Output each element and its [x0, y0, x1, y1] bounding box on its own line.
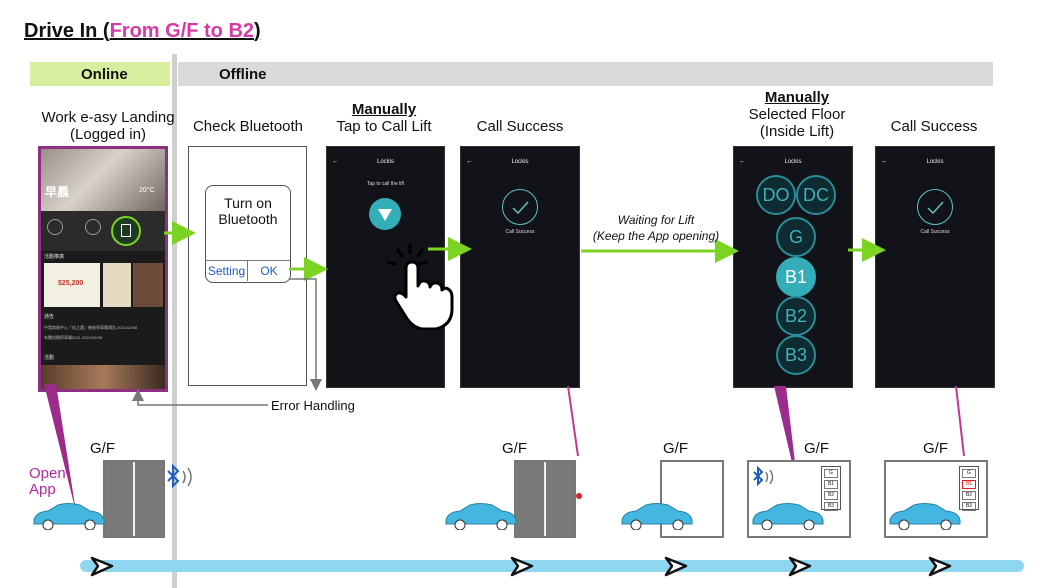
success-check-icon [502, 189, 538, 225]
door-open-button[interactable]: DO [756, 175, 796, 215]
car-icon [752, 503, 824, 530]
error-arrow-back [132, 389, 268, 406]
floor-label: G/F [923, 440, 948, 457]
landing-hero [41, 149, 165, 211]
online-band [30, 62, 170, 86]
online-label: Online [81, 66, 128, 83]
panel-floor-button: B3 [824, 502, 838, 511]
panel-floor-button: B1 [962, 480, 976, 489]
error-handling-label: Error Handling [271, 398, 355, 413]
app-screen-title: Lockis [376, 159, 394, 165]
error-arrow-down [289, 278, 322, 391]
landing-weather: 20°C [139, 187, 155, 194]
caption-success1: Call Success [476, 118, 564, 135]
car-icon [445, 503, 517, 530]
timeline-marker [664, 556, 688, 577]
app-screen-title: Lockis [926, 159, 944, 165]
landing-section-events: 活動 [44, 355, 55, 361]
landing-phone: 早晨 20°C 活動推廣 $25,200 通告 中環商務中心「佳之選」裝修停車場… [38, 146, 168, 392]
panel-floor-button: G [824, 469, 838, 478]
floor-label: G/F [663, 440, 688, 457]
page-title: Drive In (From G/F to B2) [24, 20, 261, 42]
timeline-marker [90, 556, 114, 577]
floor-label: G/F [804, 440, 829, 457]
success-text: Call Success [505, 229, 535, 235]
back-arrow-icon[interactable]: ← [739, 158, 746, 165]
door-close-button[interactable]: DC [796, 175, 836, 215]
call-success-phone-1: ← Lockis Call Success [460, 146, 580, 388]
waiting-label: Waiting for Lift(Keep the App opening) [592, 213, 720, 243]
panel-floor-button: G [962, 469, 976, 478]
promo-card[interactable]: $25,200 [44, 263, 100, 307]
ok-button[interactable]: OK [260, 264, 278, 278]
panel-floor-button: B1 [824, 480, 838, 489]
tap-hint: Tap to call the lift [366, 181, 405, 187]
back-arrow-icon[interactable]: ← [881, 158, 888, 165]
panel-floor-button: B3 [962, 502, 976, 511]
landing-section-promo: 活動推廣 [44, 254, 65, 260]
timeline-marker [928, 556, 952, 577]
offline-band [178, 62, 993, 86]
hand-tap-icon [386, 243, 454, 330]
car-icon [889, 503, 961, 530]
callout-pointer [567, 385, 579, 457]
landing-greeting: 早晨 [45, 185, 70, 199]
timeline-marker [510, 556, 534, 577]
landing-section-notice: 通告 [44, 314, 55, 320]
setting-button[interactable]: Setting [206, 261, 248, 281]
timeline-bar [80, 560, 1024, 572]
floor-label: G/F [90, 440, 115, 457]
call-lift-phone: ← Lockis Tap to call the lift [326, 146, 445, 388]
caption-success2: Call Success [890, 118, 978, 135]
floor-label: G/F [502, 440, 527, 457]
lift-doors-open [660, 460, 724, 538]
app-screen-title: Lockis [784, 159, 802, 165]
caption-landing: Work e-asy Landing(Logged in) [41, 109, 175, 143]
title-highlight: From G/F to B2 [109, 20, 255, 42]
call-lift-button[interactable] [369, 198, 401, 230]
call-indicator-icon [576, 493, 582, 499]
promo-card-2[interactable] [103, 263, 131, 307]
promo-card-3[interactable] [133, 263, 163, 307]
events-banner [41, 365, 165, 389]
floor-select-phone: ←Lockis DO DC G B1 B2 B3 [733, 146, 853, 388]
bluetooth-signal-icon [167, 463, 192, 489]
panel-floor-button: B2 [962, 491, 976, 500]
lift-doors-closed [514, 460, 576, 538]
offline-label: Offline [219, 66, 267, 83]
timeline-marker [788, 556, 812, 577]
floor-button-g[interactable]: G [776, 217, 816, 257]
callout-pointer [955, 385, 965, 457]
lift-app-shortcut-icon[interactable] [111, 216, 141, 246]
floor-button-b3[interactable]: B3 [776, 335, 816, 375]
app-screen-title: Lockis [511, 159, 529, 165]
call-success-phone-2: ← Lockis Call Success [875, 146, 995, 388]
lift-doors-closed [103, 460, 165, 538]
landing-shortcuts [41, 211, 165, 251]
back-arrow-icon[interactable]: ← [466, 158, 473, 165]
success-check-icon [917, 189, 953, 225]
panel-floor-button: B2 [824, 491, 838, 500]
caption-bluetooth: Check Bluetooth [192, 118, 304, 135]
notice-list[interactable]: 中環商務中心「佳之選」裝修停車場通告 2021/02/08 有關封閉停車場202… [44, 325, 138, 340]
car-icon [33, 503, 105, 530]
success-text: Call Success [920, 229, 950, 235]
callout-pointer [44, 384, 76, 512]
down-arrow-icon [378, 209, 392, 221]
back-arrow-icon[interactable]: ← [332, 158, 339, 165]
online-offline-divider [172, 54, 177, 588]
car-icon [621, 503, 693, 530]
bluetooth-signal-icon [753, 466, 774, 487]
